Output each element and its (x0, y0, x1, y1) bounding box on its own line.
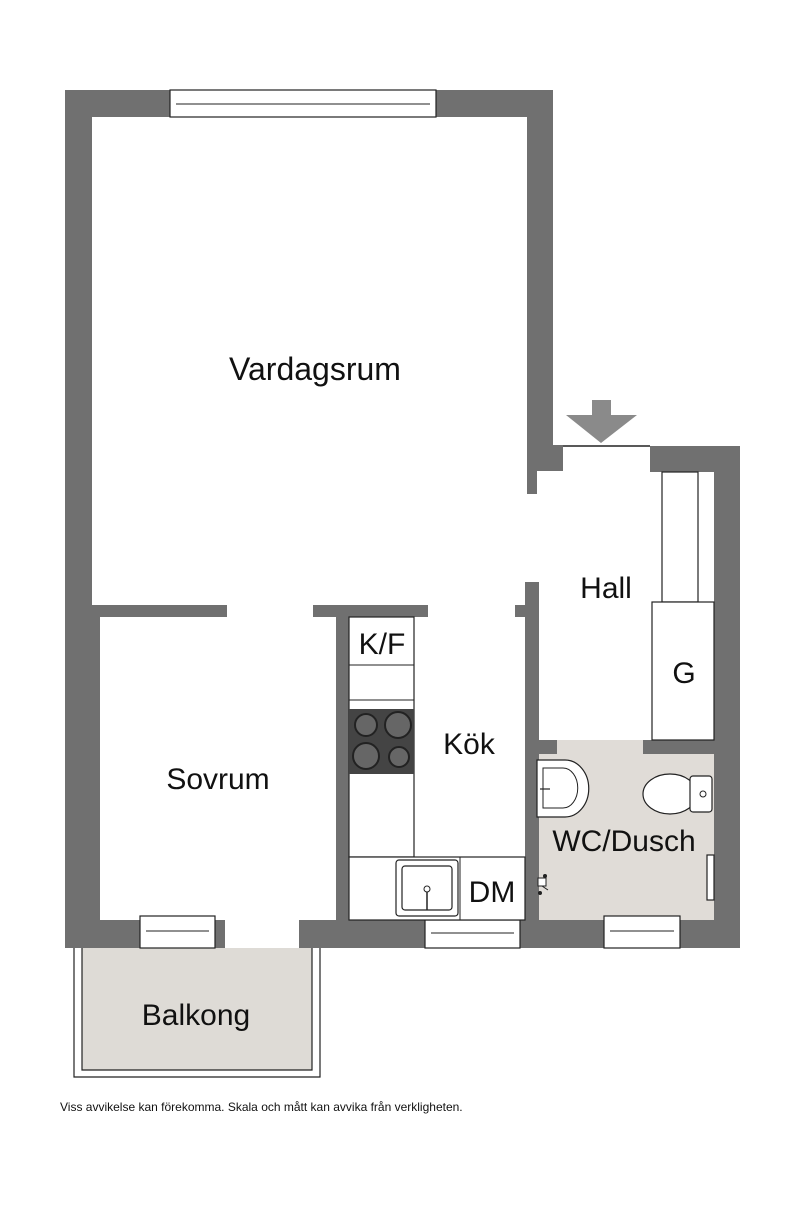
windows (139, 89, 681, 949)
hall-closet (661, 471, 699, 603)
stove-icon (349, 709, 414, 774)
shower-icon (537, 874, 549, 895)
room-label-sovrum: Sovrum (166, 763, 269, 796)
room-label-vardagsrum: Vardagsrum (229, 351, 401, 387)
balcony-railing (73, 948, 321, 1078)
balcony-floor (82, 948, 312, 1070)
kitchen-sink-icon (395, 859, 459, 917)
hall-wardrobe-g (651, 601, 715, 741)
room-label-hall: Hall (580, 572, 632, 605)
fixture-label-g: G (672, 657, 695, 690)
interior-walls (92, 582, 714, 920)
radiator (706, 854, 715, 901)
room-label-wc-dusch: WC/Dusch (552, 825, 695, 858)
fixture-label-kf: K/F (359, 628, 406, 661)
fixture-label-dm: DM (469, 876, 516, 909)
room-label-balkong: Balkong (142, 999, 250, 1032)
washbasin-icon (536, 759, 590, 818)
toilet-icon (642, 773, 713, 815)
disclaimer-text: Viss avvikelse kan förekomma. Skala och … (60, 1100, 463, 1114)
room-label-kok: Kök (443, 728, 496, 761)
entrance-arrow-icon (566, 400, 637, 443)
